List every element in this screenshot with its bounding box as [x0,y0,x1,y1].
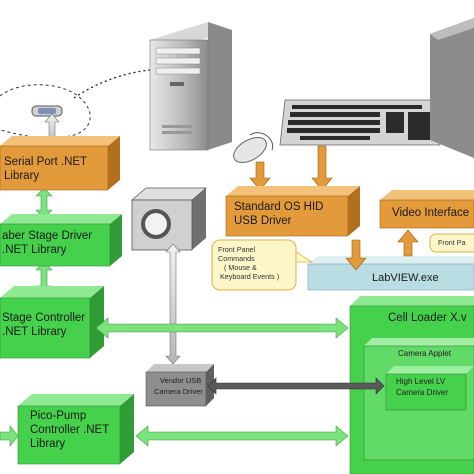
serial-port-label-line2: Library [4,170,40,182]
front-panel-right-callout [429,233,474,253]
high-level-lv-label-line2: Camera Driver [396,388,449,397]
serial-port-label-line1: Serial Port .NET [4,156,88,168]
arrow-labview-to-video [397,229,419,257]
hid-usb-box [225,186,360,237]
vendor-usb-label-line1: Vendor USB [160,376,202,385]
front-panel-commands-line2: Commands [218,254,255,263]
arrow-pico-pump-to-cell-loader [135,425,349,447]
labview-label: LabVIEW.exe [372,272,439,284]
serial-port-box [0,136,120,191]
hid-usb-label-line2: USB Driver [234,215,292,227]
high-level-lv-box [385,366,474,411]
dotted-connection-arrow [73,69,151,99]
serial-connector-icon [31,105,63,117]
stage-controller-label-line1: Stage Controller [2,312,86,324]
front-panel-right-label: Front Pa [438,238,466,247]
front-panel-commands-callout [211,239,314,291]
high-level-lv-label-line1: High Level LV [396,377,446,386]
arrow-vendor-to-high-level [207,377,385,395]
camera-applet-label: Camera Applet [398,349,451,358]
vendor-usb-box [145,364,214,407]
arrow-serial-to-stage-driver [35,187,53,219]
pico-pump-label-line1: Pico-Pump [30,410,87,422]
video-interface-label: Video Interface [392,207,470,219]
arrow-mouse-to-hid [249,161,271,191]
arrow-keyboard-to-hid [311,145,333,191]
monitor-icon [430,18,474,158]
front-panel-commands-line4: Keyboard Events ) [220,272,280,281]
stage-controller-label-line2: .NET Library [2,326,67,338]
vendor-usb-label-line2: Camera Driver [154,387,203,396]
video-interface-box [379,190,474,229]
mouse-icon [233,132,274,163]
arrow-into-pico-pump [0,425,19,447]
pico-pump-box [17,394,134,465]
front-panel-commands-line3: ( Mouse & [224,263,257,272]
stage-controller-box [0,286,104,359]
dashed-connection-outline [0,84,91,139]
pico-pump-label-line3: Library [30,438,66,450]
camera-icon [130,187,208,251]
arrow-hid-to-labview [345,239,367,271]
front-panel-commands-line1: Front Panel [218,245,256,254]
arrow-camera-to-vendor-driver [165,243,181,365]
arrow-stage-controller-to-cell-loader [95,317,349,339]
stage-driver-box [0,214,122,267]
pico-pump-label-line2: Controller .NET [30,424,110,436]
hid-usb-label-line1: Standard OS HID [234,201,324,213]
stage-driver-label-line2: .NET Library [2,244,67,256]
cell-loader-label: Cell Loader X.v [388,312,467,324]
keyboard-icon [279,99,441,146]
computer-tower-icon [149,22,232,151]
stage-driver-label-line1: aber Stage Driver [2,230,93,242]
